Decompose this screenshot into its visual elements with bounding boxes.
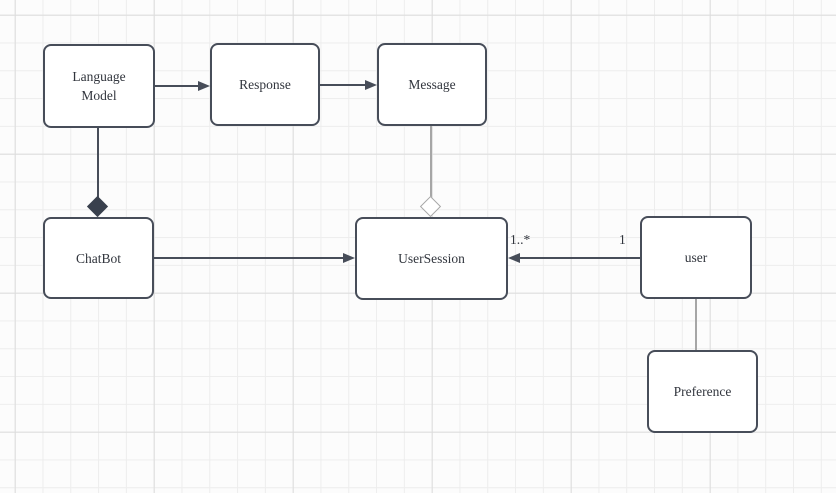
node-label: user (684, 250, 708, 265)
edge-languagemodel-response[interactable] (155, 85, 199, 87)
hollow-diamond-icon[interactable] (419, 195, 442, 218)
node-label: UserSession (398, 251, 465, 266)
node-label: ChatBot (75, 250, 121, 266)
edge-user-usersession[interactable] (519, 257, 640, 259)
arrowhead-icon[interactable] (343, 253, 355, 263)
edge-languagemodel-chatbot[interactable] (97, 128, 99, 199)
edge-response-message[interactable] (320, 84, 366, 86)
arrowhead-icon[interactable] (508, 253, 520, 263)
node-preference[interactable]: Preference (647, 350, 758, 433)
node-user[interactable]: user (640, 216, 752, 299)
node-label: Message (408, 77, 456, 92)
filled-diamond-icon[interactable] (86, 195, 109, 218)
multiplicity-label-user[interactable]: 1 (619, 232, 626, 247)
edge-chatbot-usersession[interactable] (154, 257, 344, 259)
arrowhead-icon[interactable] (198, 81, 210, 91)
node-language-model[interactable]: Language Model (43, 44, 155, 128)
node-usersession[interactable]: UserSession (355, 217, 508, 300)
node-response[interactable]: Response (210, 43, 320, 126)
node-label: Response (239, 77, 291, 92)
node-label: Language Model (72, 69, 126, 103)
arrowhead-icon[interactable] (365, 80, 377, 90)
node-message[interactable]: Message (377, 43, 487, 126)
multiplicity-label-usersession[interactable]: 1..* (510, 232, 531, 247)
node-chatbot[interactable]: ChatBot (43, 217, 154, 299)
edge-message-usersession[interactable] (430, 126, 432, 197)
node-label: Preference (673, 384, 732, 399)
edge-user-preference[interactable] (695, 299, 697, 350)
